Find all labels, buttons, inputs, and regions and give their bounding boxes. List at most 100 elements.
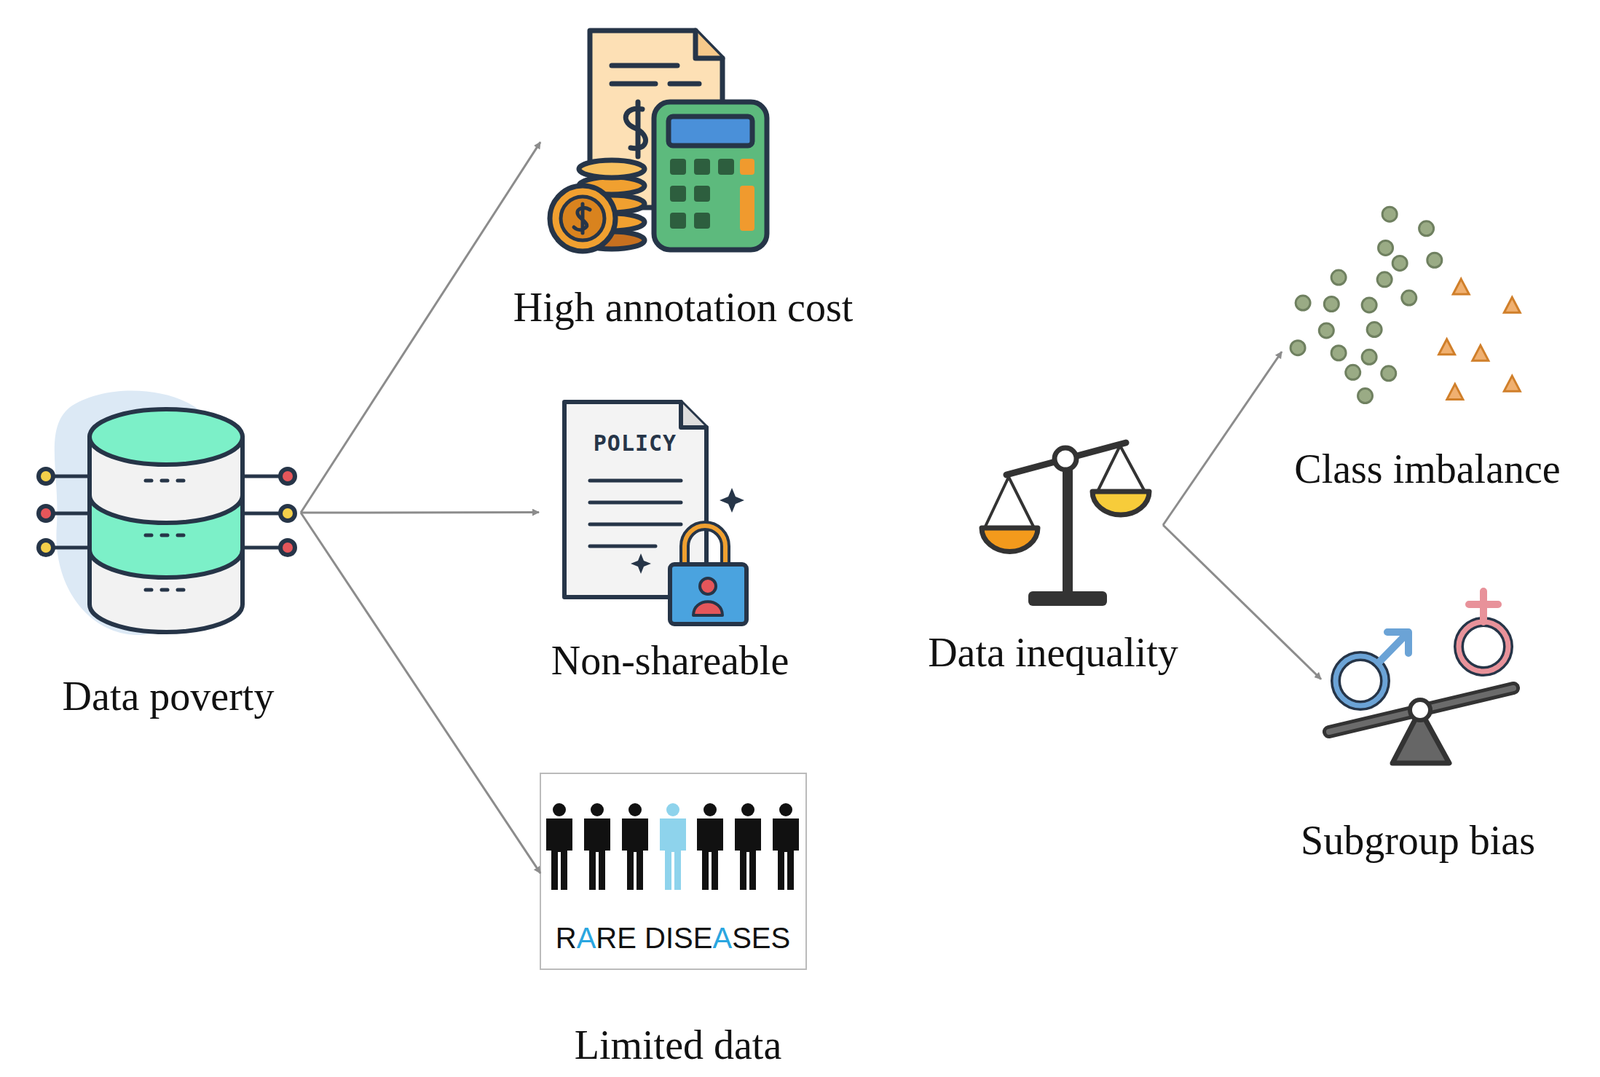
scatter-plot: [1290, 206, 1520, 403]
icon-path: [589, 480, 681, 547]
gender-seesaw-icon: [1329, 591, 1514, 764]
icon-rect: [653, 101, 767, 250]
icon-path: [1452, 278, 1469, 295]
icon-circle: [1427, 252, 1442, 268]
letter: R: [595, 921, 617, 955]
icon-rect: [694, 185, 711, 202]
icon-use: [584, 803, 611, 890]
icon-circle: [1419, 221, 1434, 236]
icon-rect: [739, 185, 755, 231]
icon-path: [573, 203, 590, 234]
icon-rect: [694, 212, 711, 229]
document-heading: POLICY: [593, 430, 677, 456]
arrow-connector: [1163, 351, 1282, 526]
icon-use: [696, 803, 724, 890]
icon-circle: [1345, 364, 1361, 380]
icon-path: [695, 30, 723, 59]
icon-path: [242, 476, 279, 548]
picture-caption: RARE DISEASES: [555, 921, 791, 955]
icon-path: [625, 101, 646, 157]
icon-circle: [1401, 290, 1417, 306]
icon-path: [1503, 375, 1520, 392]
icon-circle: [38, 469, 54, 484]
icon-use: [772, 803, 799, 890]
letter: A: [576, 921, 597, 955]
icon-circle: [1458, 621, 1509, 672]
arrow-connector: [1163, 525, 1322, 680]
icon-path: [611, 65, 700, 84]
icon-circle: [1377, 272, 1392, 287]
icon-path: [145, 479, 184, 483]
arrow-connector: [300, 511, 539, 514]
icon-g: [54, 476, 279, 590]
letter: A: [712, 921, 732, 955]
icon-path: [680, 402, 707, 428]
icon-path: [1097, 445, 1145, 492]
icon-path: [630, 553, 652, 574]
icon-rect: [670, 185, 687, 202]
policy-icon: [564, 402, 747, 625]
database-icon: [38, 391, 295, 636]
icon-node: Data poverty: [30, 407, 301, 627]
node-label: Subgroup bias: [1300, 818, 1536, 864]
icon-path: [984, 477, 1035, 528]
icon-rect: [1028, 591, 1107, 606]
icon-path: [1468, 591, 1499, 622]
icon-circle: [1382, 206, 1397, 222]
letter: R: [555, 921, 577, 955]
scale-icon: [981, 442, 1150, 606]
icon-path: [1092, 491, 1150, 515]
icon-circle: [38, 506, 54, 521]
icon-circle: [1392, 255, 1408, 271]
icon-ellipse: [89, 409, 243, 465]
node-label: Class imbalance: [1294, 447, 1560, 493]
icon-rect: [670, 564, 747, 625]
icon-path: [54, 476, 90, 548]
icon-rect: [694, 158, 711, 175]
icon-g: [670, 158, 755, 231]
letter: [636, 921, 645, 955]
icon-path: [1439, 339, 1456, 355]
rare-diseases-picture: [540, 773, 807, 970]
icon-path: [684, 525, 726, 567]
icon-path: [1503, 297, 1520, 313]
icon-circle: [280, 540, 295, 555]
icon-circle: [1458, 621, 1509, 672]
icon-circle: [549, 185, 616, 252]
icon-circle: [280, 506, 295, 521]
icon-circle: [1361, 349, 1377, 365]
icon-circle: [1331, 270, 1346, 285]
icon-rect: [668, 116, 753, 146]
icon-rect: [718, 158, 735, 175]
arrow-connector: [300, 512, 541, 874]
icon-node: Class imbalance: [1281, 203, 1526, 408]
letter: I: [665, 921, 674, 955]
arrow-connector: [300, 142, 541, 513]
icon-path: [1062, 458, 1073, 594]
icon-circle: [1054, 447, 1077, 470]
node-label: Data poverty: [62, 674, 275, 720]
node-label: Limited data: [574, 1023, 783, 1069]
letter: S: [771, 921, 791, 955]
icon-use: [621, 803, 649, 890]
icon-path: [145, 533, 184, 538]
icon-path: [1472, 345, 1489, 361]
icon-path: [1447, 383, 1464, 400]
icon-node: High annotation cost: [540, 25, 771, 250]
icon-rect: [739, 158, 755, 175]
icon-node: Subgroup bias: [1321, 597, 1520, 765]
icon-node: Data inequality: [979, 433, 1164, 609]
icon-circle: [1290, 340, 1306, 356]
node-label: Data inequality: [927, 630, 1179, 676]
icon-path: [981, 527, 1038, 552]
icon-path: [719, 487, 745, 513]
icon-circle: [1295, 295, 1311, 311]
icon-circle: [1331, 345, 1346, 361]
icon-rect: [540, 773, 807, 970]
icon-circle: [1361, 297, 1377, 313]
icon-circle: [1318, 323, 1334, 338]
icon-path: [1378, 632, 1409, 663]
icon-circle: [560, 196, 605, 241]
